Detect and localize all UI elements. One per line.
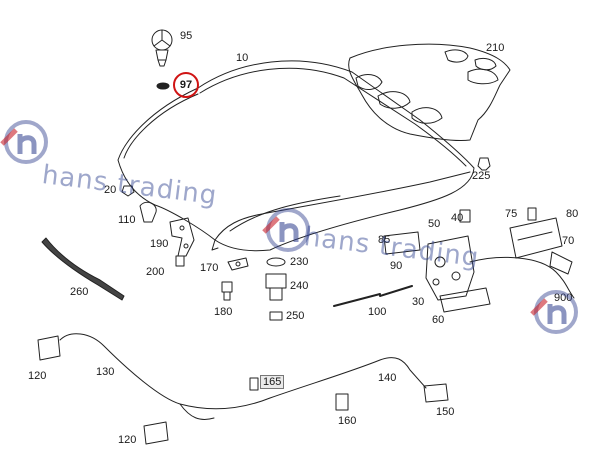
emblem-seal <box>156 82 170 90</box>
part-label-95: 95 <box>180 30 193 42</box>
cable-end-fitting-bottom <box>143 421 169 445</box>
release-handle <box>439 287 491 313</box>
part-label-210: 210 <box>486 42 505 54</box>
part-label-110: 110 <box>118 214 136 226</box>
hood-seal-strip <box>41 237 125 301</box>
hans-trading-logo-icon <box>262 208 310 252</box>
part-label-260: 260 <box>70 286 89 298</box>
part-label-40: 40 <box>451 212 464 224</box>
part-label-140: 140 <box>378 372 397 384</box>
part-label-200: 200 <box>146 266 165 278</box>
secondary-lock-module <box>509 217 573 275</box>
part-label-90: 90 <box>390 260 403 272</box>
cable-end-fitting-top <box>37 335 61 361</box>
hood-insulation-mat <box>348 43 511 141</box>
hans-trading-logo-icon <box>0 120 48 164</box>
part-label-80: 80 <box>566 208 579 220</box>
part-label-50: 50 <box>428 218 441 230</box>
part-label-30: 30 <box>412 296 425 308</box>
part-label-85: 85 <box>378 234 391 246</box>
part-label-10: 10 <box>236 52 249 64</box>
part-label-70: 70 <box>562 235 575 247</box>
part-label-97-highlighted: 97 <box>173 72 199 98</box>
part-label-165: 165 <box>260 375 285 389</box>
part-label-150: 150 <box>436 406 455 418</box>
hood-star-emblem <box>151 29 173 67</box>
lock-cable-900 <box>469 256 575 299</box>
part-label-190: 190 <box>150 238 169 250</box>
part-label-120-top: 120 <box>28 370 47 382</box>
part-label-75: 75 <box>505 208 518 220</box>
hans-trading-logo-icon <box>530 290 578 334</box>
part-label-60: 60 <box>432 314 445 326</box>
part-label-180: 180 <box>214 306 233 318</box>
gas-strut <box>333 285 413 307</box>
part-label-240: 240 <box>290 280 309 292</box>
hood-panel <box>117 60 475 252</box>
part-label-100: 100 <box>368 306 387 318</box>
part-label-130: 130 <box>96 366 115 378</box>
part-label-225: 225 <box>472 170 491 182</box>
bowden-cable <box>59 333 427 410</box>
hood-lock-assembly <box>383 231 475 301</box>
hood-hinge <box>169 217 195 257</box>
part-label-900: 900 <box>554 292 573 304</box>
part-label-20: 20 <box>104 184 117 196</box>
part-label-250: 250 <box>286 310 305 322</box>
part-label-120-bottom: 120 <box>118 434 137 446</box>
part-label-230: 230 <box>290 256 309 268</box>
clip-225 <box>477 157 491 171</box>
part-label-160: 160 <box>338 415 357 427</box>
part-label-170: 170 <box>200 262 219 274</box>
